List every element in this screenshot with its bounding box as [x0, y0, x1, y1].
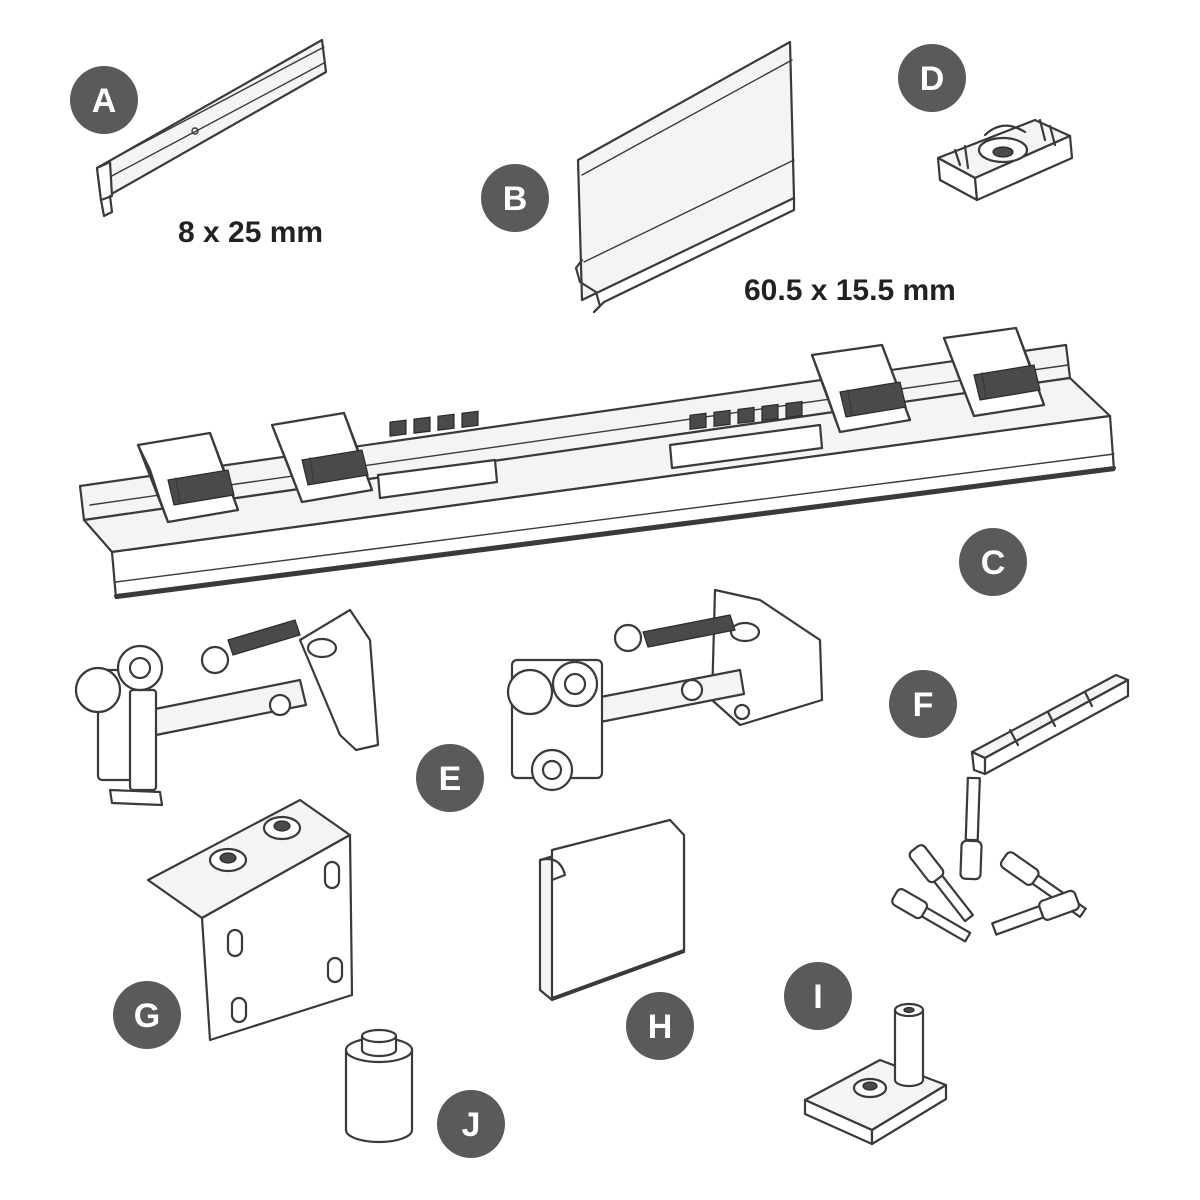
- part-b-cover-profile: [574, 40, 796, 314]
- part-c-track: [78, 326, 1116, 600]
- badge-g-label: G: [134, 997, 160, 1035]
- part-i-floor-guide: [803, 1002, 948, 1146]
- badge-b: B: [481, 164, 549, 232]
- badge-a: A: [70, 66, 138, 134]
- badge-a-label: A: [92, 82, 117, 120]
- carriage-2: [270, 411, 374, 504]
- carriage-4: [942, 326, 1046, 418]
- part-d-clip: [936, 118, 1074, 202]
- carriage-1: [136, 431, 240, 524]
- part-g-bracket: [146, 798, 354, 1042]
- badge-b-label: B: [503, 180, 528, 218]
- badge-h-label: H: [648, 1008, 673, 1046]
- track-slots: [376, 400, 824, 500]
- part-f-strip: [970, 673, 1130, 776]
- part-e-trolley-left: [74, 608, 380, 807]
- badge-i: I: [784, 962, 852, 1030]
- badge-e: E: [416, 744, 484, 812]
- badge-f-label: F: [913, 686, 934, 724]
- badge-h: H: [626, 992, 694, 1060]
- part-a-rail: [95, 38, 328, 218]
- badge-d-label: D: [920, 60, 945, 98]
- badge-g: G: [113, 981, 181, 1049]
- part-b-dimension: 60.5 x 15.5 mm: [744, 274, 956, 307]
- badge-c: C: [959, 528, 1027, 596]
- badge-j: J: [437, 1090, 505, 1158]
- badge-e-label: E: [439, 760, 462, 798]
- part-j-bushing: [344, 1028, 414, 1144]
- badge-d: D: [898, 44, 966, 112]
- badge-j-label: J: [462, 1106, 481, 1144]
- badge-c-label: C: [981, 544, 1006, 582]
- part-a-dimension: 8 x 25 mm: [178, 216, 323, 249]
- screws: [891, 776, 1087, 943]
- part-e-trolley-right: [506, 588, 824, 792]
- carriage-3: [810, 343, 912, 434]
- part-h-cover: [538, 818, 686, 1002]
- badge-f: F: [889, 670, 957, 738]
- badge-i-label: I: [813, 978, 822, 1016]
